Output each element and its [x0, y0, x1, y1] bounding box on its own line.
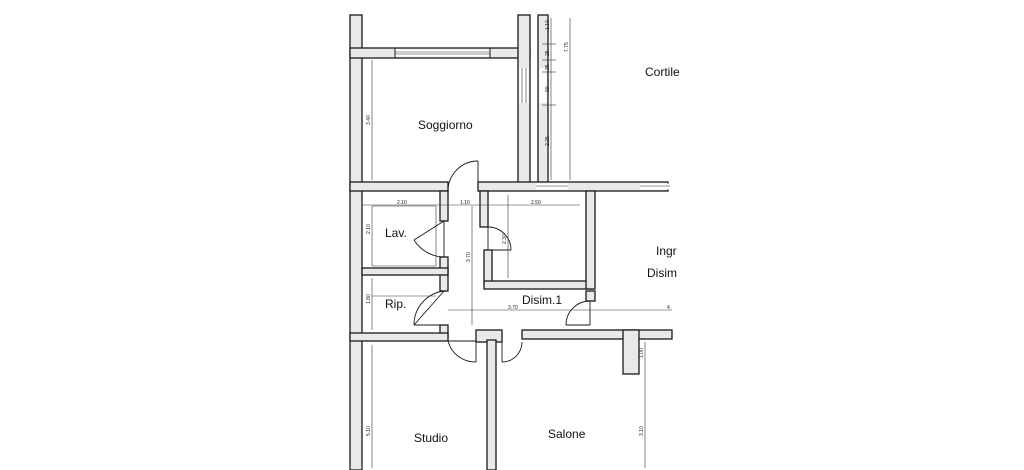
lav-rip-separator — [361, 267, 449, 276]
dim-corridor-370: 3.70 — [466, 252, 472, 262]
room-lav: Lav. — [385, 226, 407, 240]
dim-vert-110: 1.10 — [545, 20, 551, 30]
doors — [413, 160, 591, 363]
dim-vert-35: 35 — [545, 64, 551, 70]
dim-closet-height: 2.30 — [502, 234, 508, 244]
corridor-east-wall — [479, 190, 489, 228]
soggiorno-bottom-wall — [349, 181, 449, 192]
dim-horiz-250: 2.50 — [531, 200, 541, 206]
disim-east-wall — [585, 290, 596, 302]
dim-salone-310: 3.10 — [639, 426, 645, 436]
closet-block-west — [483, 249, 493, 286]
dim-vert-775: 7.75 — [564, 42, 570, 52]
rip-bottom-wall — [349, 332, 449, 342]
dim-vert-60: 60 — [545, 86, 551, 92]
room-rip: Rip. — [385, 297, 406, 311]
closet-block-bottom — [483, 280, 595, 290]
dim-soggiorno-height: 3.40 — [366, 115, 372, 125]
walls — [349, 14, 673, 470]
salone-top-wall — [521, 329, 673, 340]
dim-lav-height: 2.10 — [366, 224, 372, 234]
room-studio: Studio — [414, 431, 448, 445]
room-cortile: Cortile — [645, 65, 680, 79]
room-soggiorno: Soggiorno — [418, 118, 473, 132]
room-disim1: Disim.1 — [522, 293, 562, 307]
studio-salone-wall — [486, 339, 497, 470]
dim-studio-510: 5.10 — [366, 426, 372, 436]
dimension-labels: 3.40 1.10 25 35 60 2.25 7.75 2.10 1.10 2… — [366, 20, 671, 436]
room-labels: Soggiorno Cortile Lav. Rip. Ingr Disim D… — [385, 65, 680, 445]
room-disim: Disim — [647, 266, 677, 280]
dim-horiz-210: 2.10 — [397, 200, 407, 206]
lav-east-wall — [439, 190, 449, 222]
room-salone: Salone — [548, 427, 586, 441]
pillar — [622, 329, 640, 375]
dim-rip-height: 1.80 — [366, 294, 372, 304]
dim-salone-100: 1.00 — [639, 348, 645, 358]
dim-vert-225: 2.25 — [545, 136, 551, 146]
dimension-lines — [362, 18, 672, 468]
room-ingresso: Ingr — [656, 244, 677, 258]
dim-disim-370: 3.70 — [508, 305, 518, 311]
dim-vert-25: 25 — [545, 50, 551, 56]
dim-right-edge: 4. — [667, 305, 671, 311]
closet-block-east — [585, 190, 596, 290]
west-wall — [349, 14, 363, 470]
dim-horiz-110: 1.10 — [460, 200, 470, 206]
soggiorno-bottom-wall-2 — [477, 181, 669, 192]
